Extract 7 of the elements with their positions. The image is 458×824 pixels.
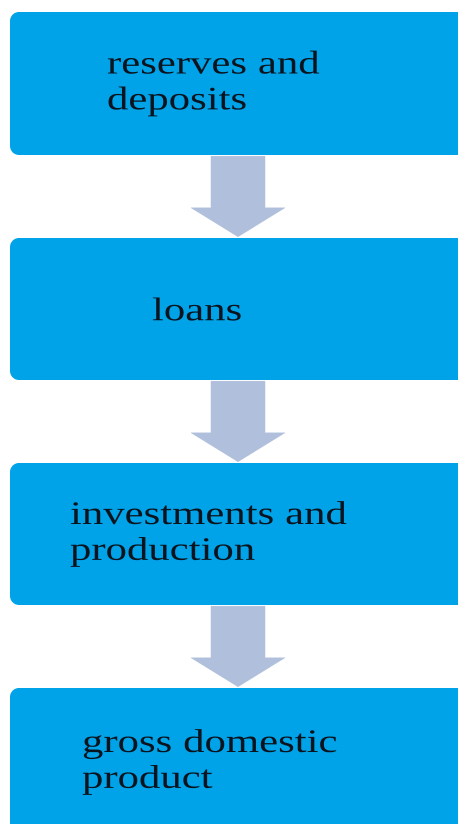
process-box: gross domestic product <box>10 688 458 824</box>
block-arrow <box>190 606 286 688</box>
process-box: investments and production <box>10 463 458 605</box>
block-arrow <box>190 156 286 238</box>
block-arrow <box>190 380 286 462</box>
process-box: loans <box>10 238 458 380</box>
process-box: reserves and deposits <box>10 12 458 155</box>
